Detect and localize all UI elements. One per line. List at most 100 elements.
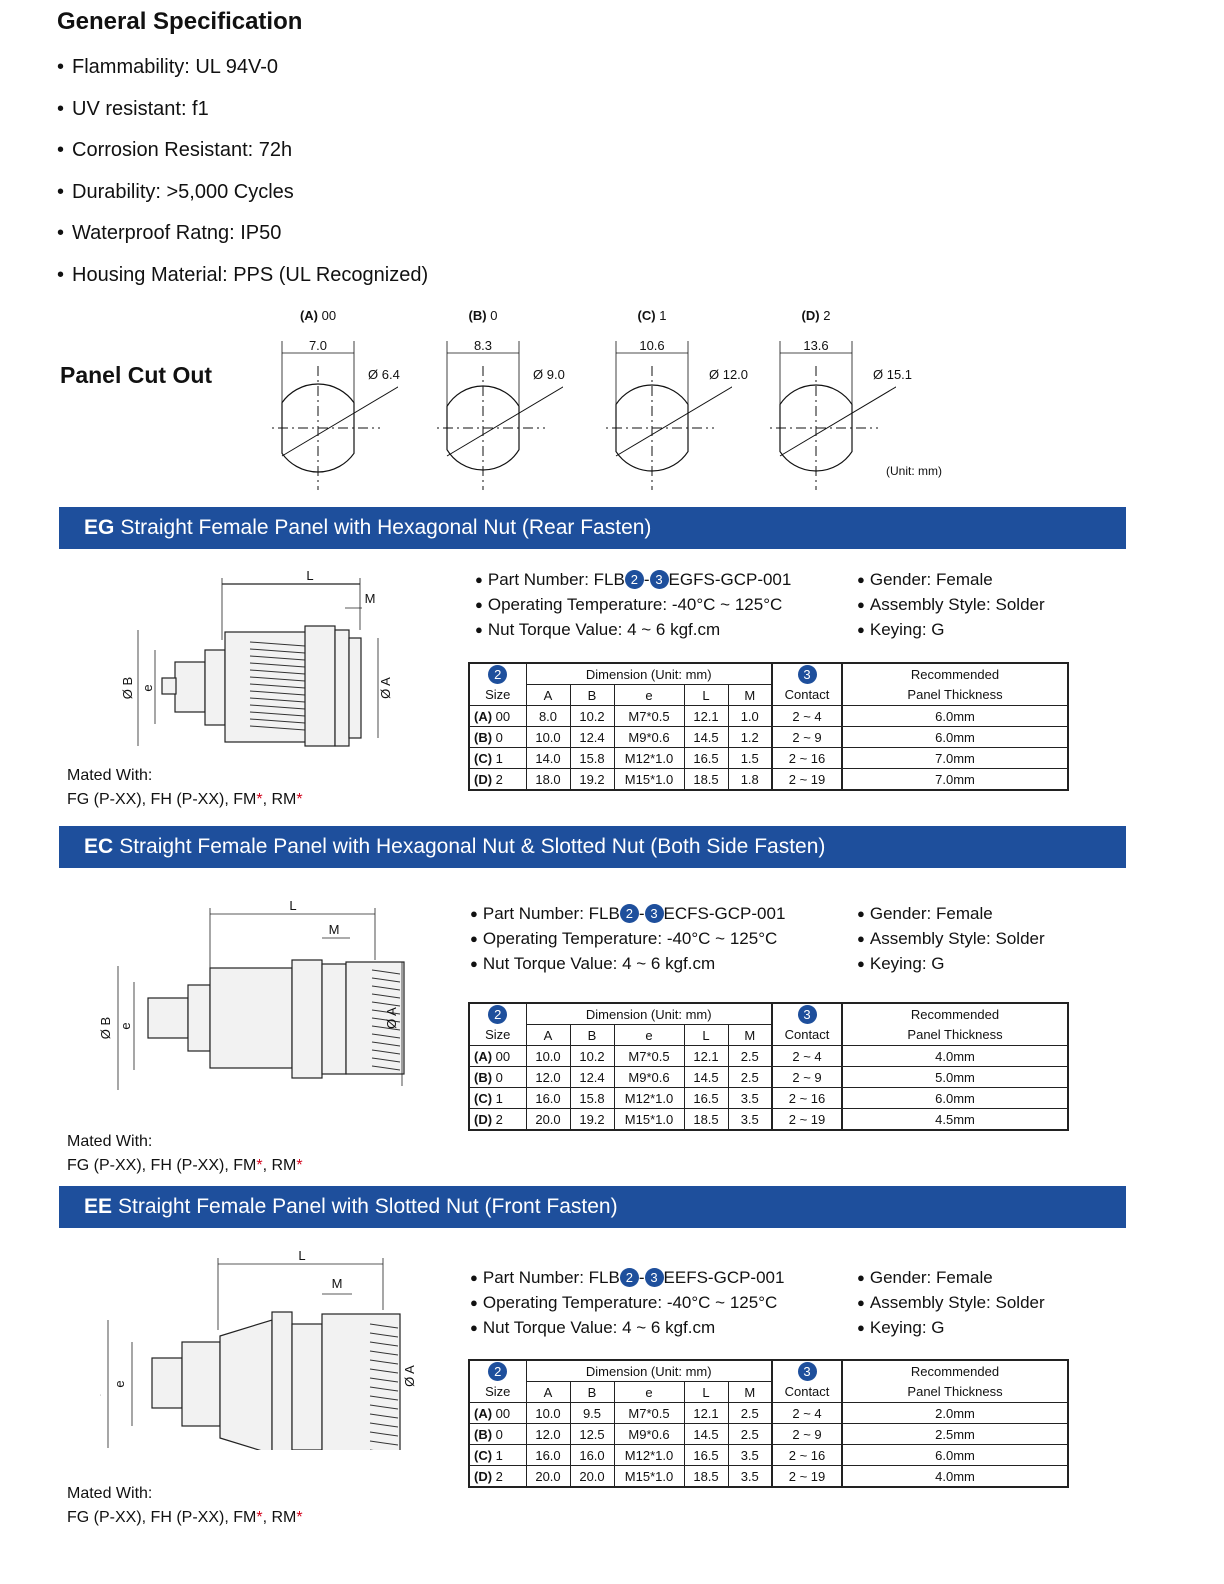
cell-L: 16.5 <box>683 1087 729 1109</box>
col-header-e: e <box>613 1024 685 1046</box>
general-spec-title: General Specification <box>57 8 303 35</box>
mated-with-list: FG (P-XX), FH (P-XX), FM*, RM* <box>67 791 303 808</box>
asterisk: * <box>296 1157 303 1174</box>
size-code: (A) <box>474 708 493 724</box>
cutout-width-label: 10.6 <box>639 338 665 353</box>
size-cell: (D) 2 <box>468 768 527 791</box>
col-header-e: e <box>613 1381 685 1403</box>
size-code: (D) <box>474 1468 493 1484</box>
cell-e: M9*0.6 <box>613 1066 685 1088</box>
cell-B: 19.2 <box>569 768 615 791</box>
panel-cutout-title: Panel Cut Out <box>60 362 213 388</box>
size-code: (C) <box>474 1090 493 1106</box>
cell-B: 12.4 <box>569 726 615 748</box>
L-label: L <box>289 900 296 913</box>
cutout-diameter-label: Ø 15.1 <box>873 367 913 382</box>
thickness-cell: 4.0mm <box>841 1045 1069 1067</box>
cell-L: 18.5 <box>683 1465 729 1488</box>
contact-cell: 2 ~ 4 <box>771 1402 843 1424</box>
thickness-cell: 2.5mm <box>841 1423 1069 1445</box>
section-title: Straight Female Panel with Hexagonal Nut… <box>120 516 652 539</box>
col-header-e: e <box>613 684 685 706</box>
cell-e: M9*0.6 <box>613 1423 685 1445</box>
thickness-cell: 6.0mm <box>841 726 1069 748</box>
cutout-outline <box>615 384 689 472</box>
size-cell: (D) 2 <box>468 1465 527 1488</box>
recommended-header: Recommended <box>841 662 1069 685</box>
cell-M: 2.5 <box>727 1066 773 1088</box>
dimension-header: Dimension (Unit: mm) <box>525 662 773 685</box>
thickness-cell: 6.0mm <box>841 1444 1069 1466</box>
size-code: (B) <box>474 1426 493 1442</box>
size-code: (B) <box>474 1069 493 1085</box>
assembly-style: Assembly Style: Solder <box>857 593 1045 618</box>
cell-M: 1.8 <box>727 768 773 791</box>
thickness-cell: 7.0mm <box>841 768 1069 791</box>
cell-e: M15*1.0 <box>613 768 685 791</box>
gender: Gender: Female <box>857 902 1045 927</box>
cell-L: 14.5 <box>683 726 729 748</box>
keying: Keying: G <box>857 1316 1045 1341</box>
contact-header: Contact <box>771 684 843 706</box>
phiB-label: Ø B <box>120 677 135 699</box>
mated-with-label: Mated With: <box>67 767 153 784</box>
col-header-B: B <box>569 1024 615 1046</box>
nut-torque: Nut Torque Value: 4 ~ 6 kgf.cm <box>470 1316 784 1341</box>
size-code: (C) <box>474 1447 493 1463</box>
size-code: (D) <box>474 771 493 787</box>
assembly-style: Assembly Style: Solder <box>857 927 1045 952</box>
size-cell: (C) 1 <box>468 1444 527 1466</box>
cell-A: 16.0 <box>525 1087 571 1109</box>
cell-L: 18.5 <box>683 1108 729 1131</box>
thickness-cell: 4.0mm <box>841 1465 1069 1488</box>
cutout-outline <box>281 383 355 473</box>
cutout-width-label: 8.3 <box>473 338 493 353</box>
cell-B: 9.5 <box>569 1402 615 1424</box>
cell-B: 15.8 <box>569 747 615 769</box>
cell-e: M12*1.0 <box>613 1087 685 1109</box>
M-label: M <box>332 1276 343 1291</box>
section-info-right: Gender: FemaleAssembly Style: SolderKeyi… <box>857 1266 1045 1341</box>
cutout-size-label: (A) 00 <box>299 308 337 323</box>
spec-item: Flammability: UL 94V-0 <box>57 50 428 92</box>
cell-e: M7*0.5 <box>613 705 685 727</box>
col-header-A: A <box>525 684 571 706</box>
cell-M: 1.2 <box>727 726 773 748</box>
size-code: (D) <box>474 1111 493 1127</box>
asterisk: * <box>256 1157 263 1174</box>
cutout-size-label: (D) 2 <box>801 308 831 323</box>
cell-L: 16.5 <box>683 1444 729 1466</box>
contact-badge-cell: 3 <box>771 1002 843 1025</box>
size-cell: (A) 00 <box>468 1402 527 1424</box>
spec-item: Waterproof Ratng: IP50 <box>57 216 428 258</box>
operating-temperature: Operating Temperature: -40°C ~ 125°C <box>475 593 791 618</box>
thickness-cell: 2.0mm <box>841 1402 1069 1424</box>
size-badge-cell: 2 <box>468 1359 527 1382</box>
section-code: EC <box>84 835 114 858</box>
thickness-cell: 5.0mm <box>841 1066 1069 1088</box>
size-cell: (B) 0 <box>468 1066 527 1088</box>
section-title: Straight Female Panel with Hexagonal Nut… <box>119 835 826 858</box>
cell-B: 10.2 <box>569 1045 615 1067</box>
cell-L: 18.5 <box>683 768 729 791</box>
size-header: Size <box>468 1381 527 1403</box>
section-title: Straight Female Panel with Slotted Nut (… <box>118 1195 618 1218</box>
section-info-left: Part Number: FLB2-3EGFS-GCP-001Operating… <box>475 568 791 643</box>
dimension-header: Dimension (Unit: mm) <box>525 1002 773 1025</box>
phiB-label: Ø B <box>100 1017 113 1039</box>
col-header-M: M <box>727 1381 773 1403</box>
cell-B: 19.2 <box>569 1108 615 1131</box>
spec-item: Housing Material: PPS (UL Recognized) <box>57 258 428 300</box>
nut-torque: Nut Torque Value: 4 ~ 6 kgf.cm <box>475 618 791 643</box>
col-header-M: M <box>727 684 773 706</box>
keying: Keying: G <box>857 618 1045 643</box>
number-badge: 3 <box>797 1004 817 1024</box>
